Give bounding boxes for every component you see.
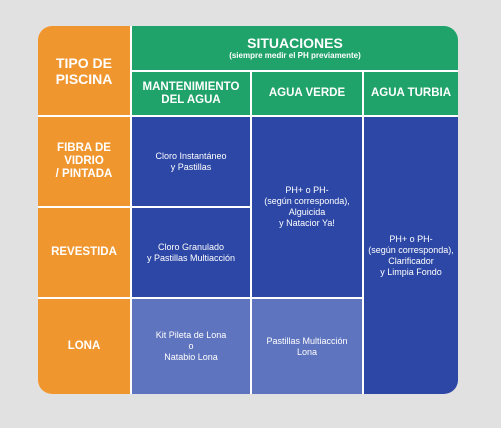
cell-lona-mantenimiento: Kit Pileta de Lona o Natabio Lona [132, 299, 250, 394]
cell-agua-turbia-merged: PH+ o PH- (según corresponda), Clarifica… [364, 117, 458, 394]
situaciones-subtitle: (siempre medir el PH previamente) [229, 51, 361, 60]
tipo-de-piscina-header: TIPO DE PISCINA [38, 26, 130, 115]
pool-treatment-table: TIPO DE PISCINA SITUACIONES (siempre med… [38, 26, 458, 394]
cell-revestida-mantenimiento: Cloro Granulado y Pastillas Multiacción [132, 208, 250, 297]
row-label-lona: LONA [38, 299, 130, 394]
col-agua-turbia-header: AGUA TURBIA [364, 72, 458, 115]
cell-agua-verde-merged: PH+ o PH- (según corresponda), Alguicida… [252, 117, 362, 297]
cell-fibra-mantenimiento: Cloro Instantáneo y Pastillas [132, 117, 250, 206]
situaciones-title: SITUACIONES [247, 35, 343, 51]
col-agua-verde-header: AGUA VERDE [252, 72, 362, 115]
cell-lona-agua-verde: Pastillas Multiacción Lona [252, 299, 362, 394]
row-label-fibra: FIBRA DE VIDRIO / PINTADA [38, 117, 130, 206]
situaciones-header: SITUACIONES (siempre medir el PH previam… [132, 26, 458, 70]
row-label-revestida: REVESTIDA [38, 208, 130, 297]
col-mantenimiento-header: MANTENIMIENTO DEL AGUA [132, 72, 250, 115]
